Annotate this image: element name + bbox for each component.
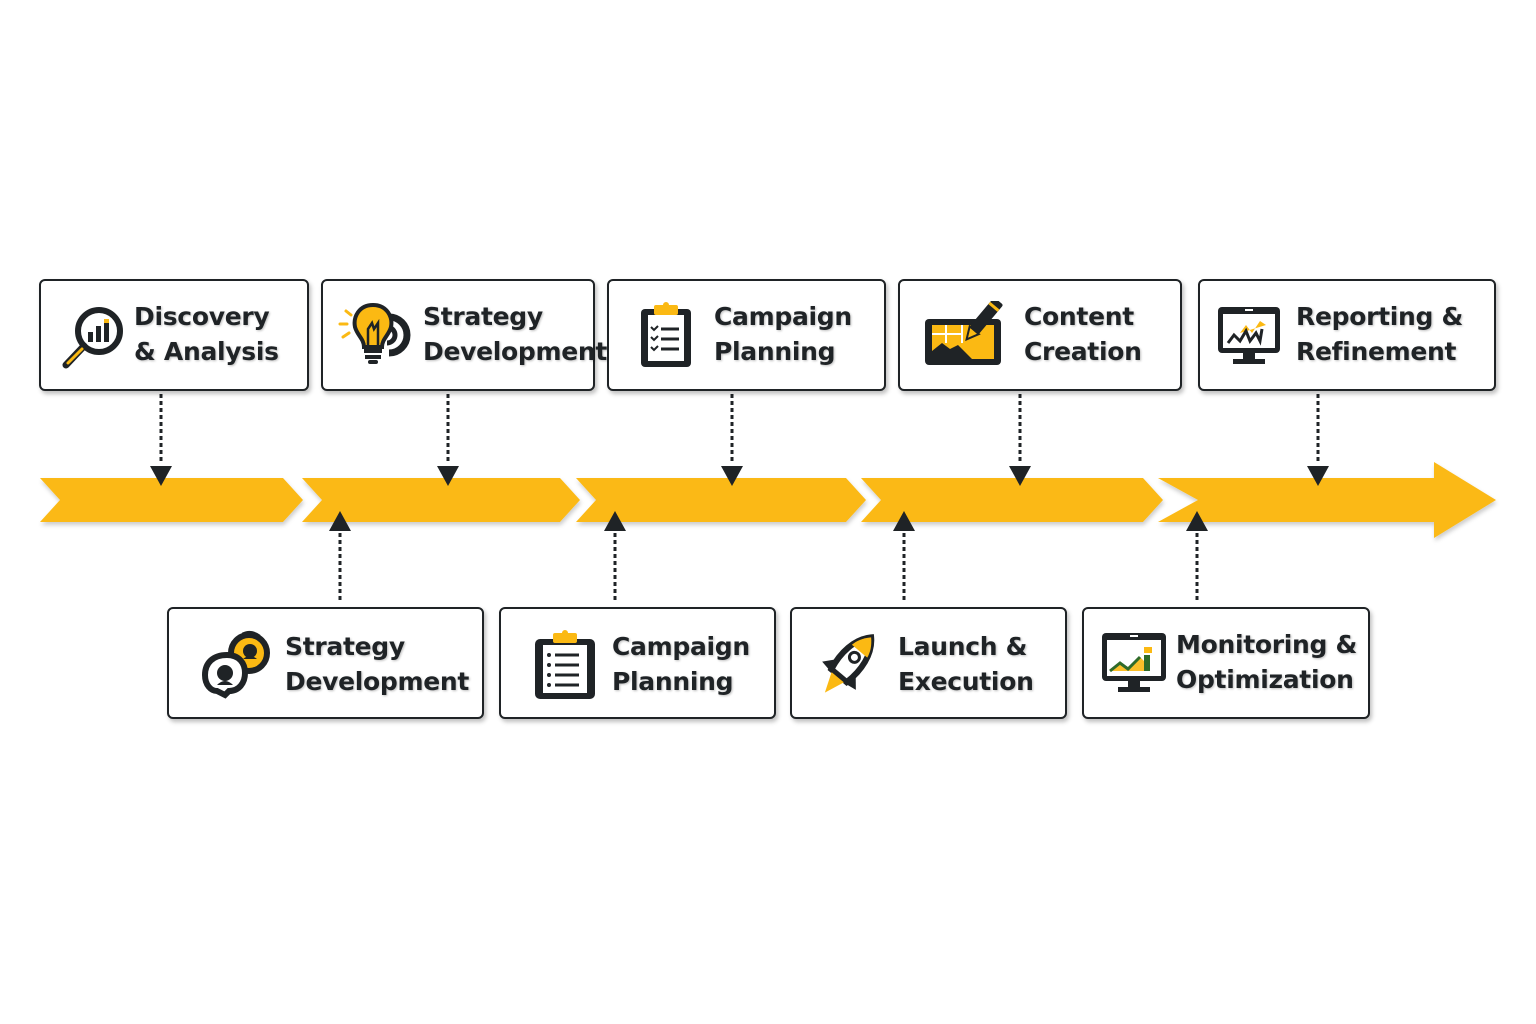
stage-title-line2: Refinement <box>1296 337 1457 366</box>
stage-box-campaign-planning-bottom[interactable]: Campaign Planning <box>499 607 776 719</box>
stage-box-campaign-planning[interactable]: Campaign Planning <box>607 279 886 391</box>
stage-box-launch-execution[interactable]: Launch & Execution <box>790 607 1067 719</box>
arrow-down-icon <box>721 466 743 486</box>
stage-title-line1: Launch & <box>898 632 1028 661</box>
arrow-up-icon <box>604 511 626 531</box>
stage-title-line1: Discovery <box>134 302 270 331</box>
stage-box-strategy-development-bottom[interactable]: Strategy Development <box>167 607 484 719</box>
stage-box-reporting-refinement[interactable]: Reporting & Refinement <box>1198 279 1496 391</box>
stage-title-line1: Content <box>1024 302 1134 331</box>
strategy-pieces-icon <box>199 629 271 701</box>
timeline-segment <box>576 478 866 522</box>
stage-title-line1: Strategy <box>285 632 405 661</box>
arrow-down-icon <box>150 466 172 486</box>
stage-title-line2: Planning <box>612 667 734 696</box>
timeline-segment <box>302 478 580 522</box>
arrow-up-icon <box>1186 511 1208 531</box>
stage-title-line1: Monitoring & <box>1176 630 1358 659</box>
clipboard-checklist-icon <box>533 629 605 701</box>
stage-box-content-creation[interactable]: Content Creation <box>898 279 1182 391</box>
magnifier-chart-icon <box>59 299 131 371</box>
arrow-down-icon <box>1307 466 1329 486</box>
stage-title-line1: Campaign <box>612 632 750 661</box>
stage-title-line2: Execution <box>898 667 1034 696</box>
timeline-segment <box>40 478 303 522</box>
stage-title-line2: Development <box>423 337 608 366</box>
image-pencil-icon <box>922 298 1003 373</box>
stage-title-line1: Campaign <box>714 302 852 331</box>
arrow-down-icon <box>437 466 459 486</box>
timeline-segment <box>861 478 1163 522</box>
monitor-chart-icon <box>1216 305 1288 377</box>
timeline-segment <box>1158 462 1496 538</box>
arrow-up-icon <box>329 511 351 531</box>
stage-title-line2: & Analysis <box>134 337 279 366</box>
lightbulb-target-icon <box>337 299 411 371</box>
stage-title-line2: Development <box>285 667 470 696</box>
stage-title-line2: Creation <box>1024 337 1142 366</box>
stage-title-line2: Optimization <box>1176 665 1354 694</box>
stage-box-strategy-development[interactable]: Strategy Development <box>321 279 607 391</box>
stage-title-line2: Planning <box>714 337 836 366</box>
stage-title-line1: Reporting & <box>1296 302 1464 331</box>
stage-box-discovery-analysis[interactable]: Discovery & Analysis <box>39 279 309 391</box>
stage-title-line1: Strategy <box>423 302 543 331</box>
clipboard-checklist-icon <box>637 301 709 373</box>
stage-box-monitoring-optimization[interactable]: Monitoring & Optimization <box>1082 607 1370 719</box>
rocket-icon <box>810 627 882 699</box>
arrow-down-icon <box>1009 466 1031 486</box>
monitor-chart-icon <box>1100 631 1172 703</box>
arrow-up-icon <box>893 511 915 531</box>
